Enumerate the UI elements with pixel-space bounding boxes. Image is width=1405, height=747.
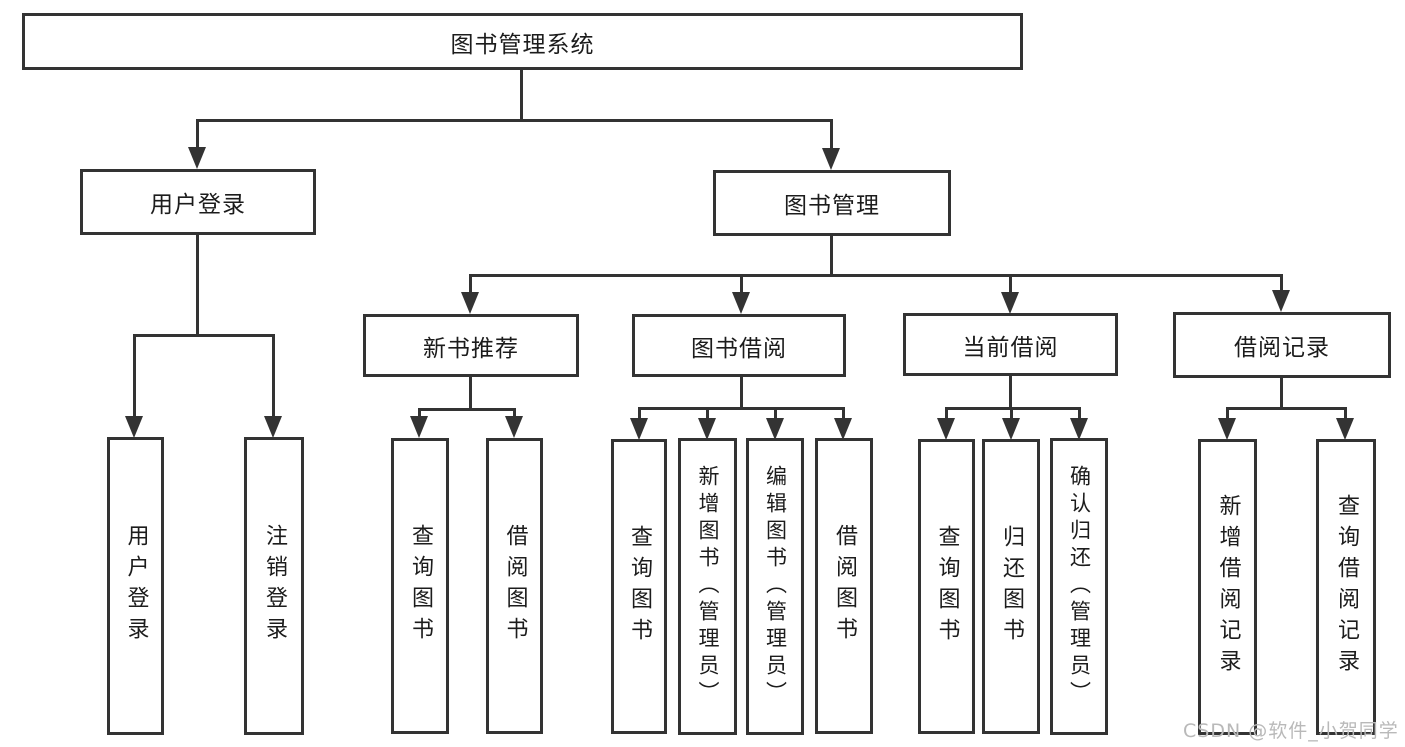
leaf-label: 注销登录	[262, 524, 287, 648]
arrowhead	[732, 292, 750, 314]
connector-line	[196, 235, 199, 336]
arrowhead	[834, 418, 852, 440]
connector-line	[133, 334, 274, 337]
leaf-label: 用户登录	[123, 524, 149, 648]
connector-line	[1226, 407, 1347, 410]
leaf-label: 归还图书	[999, 524, 1024, 649]
connector-line	[469, 274, 472, 296]
node-current-borrow: 当前借阅	[903, 313, 1118, 376]
leaf-label: 确认归还（管理员）	[1067, 465, 1092, 708]
arrowhead	[1272, 290, 1290, 312]
connector-line	[830, 235, 833, 276]
arrowhead	[1336, 418, 1354, 440]
arrowhead	[630, 418, 648, 440]
arrowhead	[505, 416, 523, 438]
leaf-user-login: 用户登录	[107, 437, 164, 735]
connector-line	[196, 119, 199, 151]
leaf-label: 编辑图书（管理员）	[763, 465, 788, 708]
connector-line	[418, 408, 421, 422]
leaf-label: 新增借阅记录	[1215, 494, 1241, 680]
connector-line	[945, 407, 1081, 410]
connector-line	[1009, 274, 1012, 296]
leaf-label: 查询图书	[934, 524, 960, 649]
arrowhead	[461, 292, 479, 314]
connector-line	[842, 407, 845, 423]
arrowhead	[188, 147, 206, 169]
connector-line	[196, 119, 833, 122]
leaf-label: 查询借阅记录	[1334, 494, 1359, 680]
leaf-return-book: 归还图书	[982, 439, 1040, 734]
arrowhead	[125, 416, 143, 438]
connector-line	[1010, 407, 1013, 423]
arrowhead	[264, 416, 282, 438]
connector-line	[418, 408, 516, 411]
connector-line	[945, 407, 948, 423]
connector-line	[272, 334, 275, 419]
leaf-logout: 注销登录	[244, 437, 304, 735]
node-borrow-records: 借阅记录	[1173, 312, 1391, 378]
leaf-add-borrow-record: 新增借阅记录	[1198, 439, 1257, 735]
node-root: 图书管理系统	[22, 13, 1023, 70]
connector-line	[469, 375, 472, 410]
connector-line	[1280, 375, 1283, 409]
connector-line	[1280, 274, 1283, 294]
csdn-watermark: CSDN @软件_小贺同学	[1183, 720, 1399, 742]
leaf-query-books-borrow: 查询图书	[611, 439, 667, 734]
connector-line	[520, 68, 523, 122]
connector-line	[706, 407, 709, 423]
connector-line	[1226, 407, 1229, 423]
arrowhead	[1002, 418, 1020, 440]
arrowhead	[1001, 292, 1019, 314]
node-book-borrow: 图书借阅	[632, 314, 846, 377]
connector-line	[1009, 374, 1012, 409]
arrowhead	[1218, 418, 1236, 440]
leaf-label: 查询图书	[627, 524, 652, 649]
connector-line	[469, 274, 1283, 277]
leaf-borrow-books-recommend: 借阅图书	[486, 438, 543, 734]
node-new-book-recommend: 新书推荐	[363, 314, 579, 377]
leaf-label: 借阅图书	[502, 524, 528, 648]
connector-line	[513, 408, 516, 422]
connector-line	[740, 274, 743, 296]
node-book-management: 图书管理	[713, 170, 951, 236]
connector-line	[830, 119, 833, 151]
leaf-edit-book-admin: 编辑图书（管理员）	[746, 438, 804, 735]
connector-line	[133, 334, 136, 419]
leaf-label: 新增图书（管理员）	[696, 465, 720, 708]
leaf-add-book-admin: 新增图书（管理员）	[678, 438, 737, 735]
connector-line	[1078, 407, 1081, 423]
connector-line	[638, 407, 845, 410]
leaf-query-borrow-record: 查询借阅记录	[1316, 439, 1376, 735]
connector-line	[740, 375, 743, 409]
arrowhead	[1070, 418, 1088, 440]
connector-line	[774, 407, 777, 423]
connector-line	[638, 407, 641, 423]
arrowhead	[766, 418, 784, 440]
connector-line	[1344, 407, 1347, 423]
leaf-borrow-books: 借阅图书	[815, 438, 873, 734]
arrowhead	[410, 416, 428, 438]
arrowhead	[822, 148, 840, 170]
leaf-label: 查询图书	[408, 524, 433, 648]
leaf-query-books-recommend: 查询图书	[391, 438, 449, 734]
leaf-confirm-return-admin: 确认归还（管理员）	[1050, 438, 1108, 735]
node-user-login: 用户登录	[80, 169, 316, 235]
arrowhead	[937, 418, 955, 440]
leaf-query-books-current: 查询图书	[918, 439, 975, 734]
arrowhead	[698, 418, 716, 440]
leaf-label: 借阅图书	[832, 524, 857, 648]
